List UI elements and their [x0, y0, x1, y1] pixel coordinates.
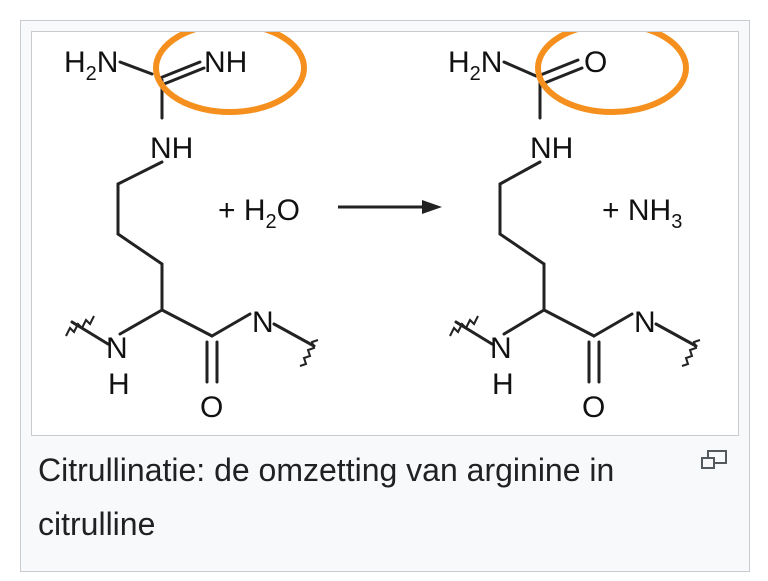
- enlarge-icon[interactable]: [699, 449, 729, 471]
- wavy-bond-left-2: [449, 315, 479, 337]
- highlight-ellipse-carbonyl: [535, 32, 689, 115]
- highlight-ellipse-imine: [153, 32, 307, 115]
- reaction-arrow-head: [422, 200, 442, 214]
- wavy-bond-right-2: [681, 339, 701, 367]
- reaction-diagram: H2N NH NH N H N O + H2O: [64, 32, 701, 424]
- citrulline-bonds: [454, 58, 698, 384]
- cit-n-right-label: N: [634, 306, 656, 339]
- wavy-bond-left: [65, 315, 95, 337]
- cit-n-left-label: N: [490, 332, 512, 365]
- cit-n-left-h-label: H: [492, 368, 514, 401]
- plus-water-label: + H2O: [218, 194, 300, 233]
- figure-thumbnail: H2N NH NH N H N O + H2O: [20, 20, 750, 572]
- cit-h2n-label: H2N: [448, 46, 502, 85]
- arg-amine-label: NH: [150, 132, 193, 165]
- cit-carbonyl-top-label: O: [584, 46, 607, 79]
- reaction-image[interactable]: H2N NH NH N H N O + H2O: [31, 31, 739, 436]
- arg-carbonyl-o-label: O: [200, 391, 223, 424]
- arg-imine-label: NH: [204, 46, 247, 79]
- wavy-bond-right: [299, 339, 319, 367]
- cit-carbonyl-o-label: O: [582, 391, 605, 424]
- cit-amine-label: NH: [530, 132, 573, 165]
- plus-ammonia-label: + NH3: [602, 194, 682, 233]
- figure-caption: Citrullinatie: de omzetting van arginine…: [38, 452, 615, 542]
- arg-n-left-h-label: H: [108, 368, 130, 401]
- arg-n-left-label: N: [106, 332, 128, 365]
- arg-n-right-label: N: [252, 306, 274, 339]
- arg-h2n-label: H2N: [64, 46, 118, 85]
